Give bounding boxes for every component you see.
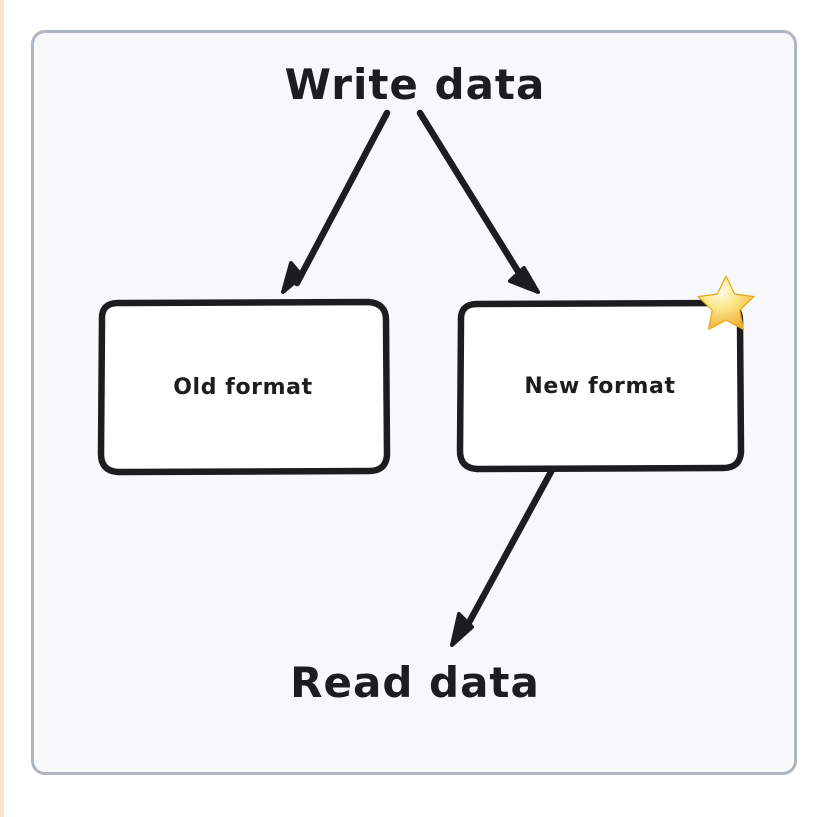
new-format-label: New format <box>524 374 676 399</box>
read-data-label: Read data <box>290 658 540 707</box>
arrow-write-to-old-format <box>281 109 391 294</box>
arrow-new-format-to-read <box>450 466 556 647</box>
left-edge-accent-strip <box>0 0 4 817</box>
arrow-write-to-new-format <box>416 109 540 294</box>
write-data-label: Write data <box>284 60 546 109</box>
node-old-format[interactable] <box>97 298 391 476</box>
old-format-label: Old format <box>173 375 313 400</box>
star-icon <box>697 275 755 330</box>
old-format-box-outline <box>97 298 391 476</box>
